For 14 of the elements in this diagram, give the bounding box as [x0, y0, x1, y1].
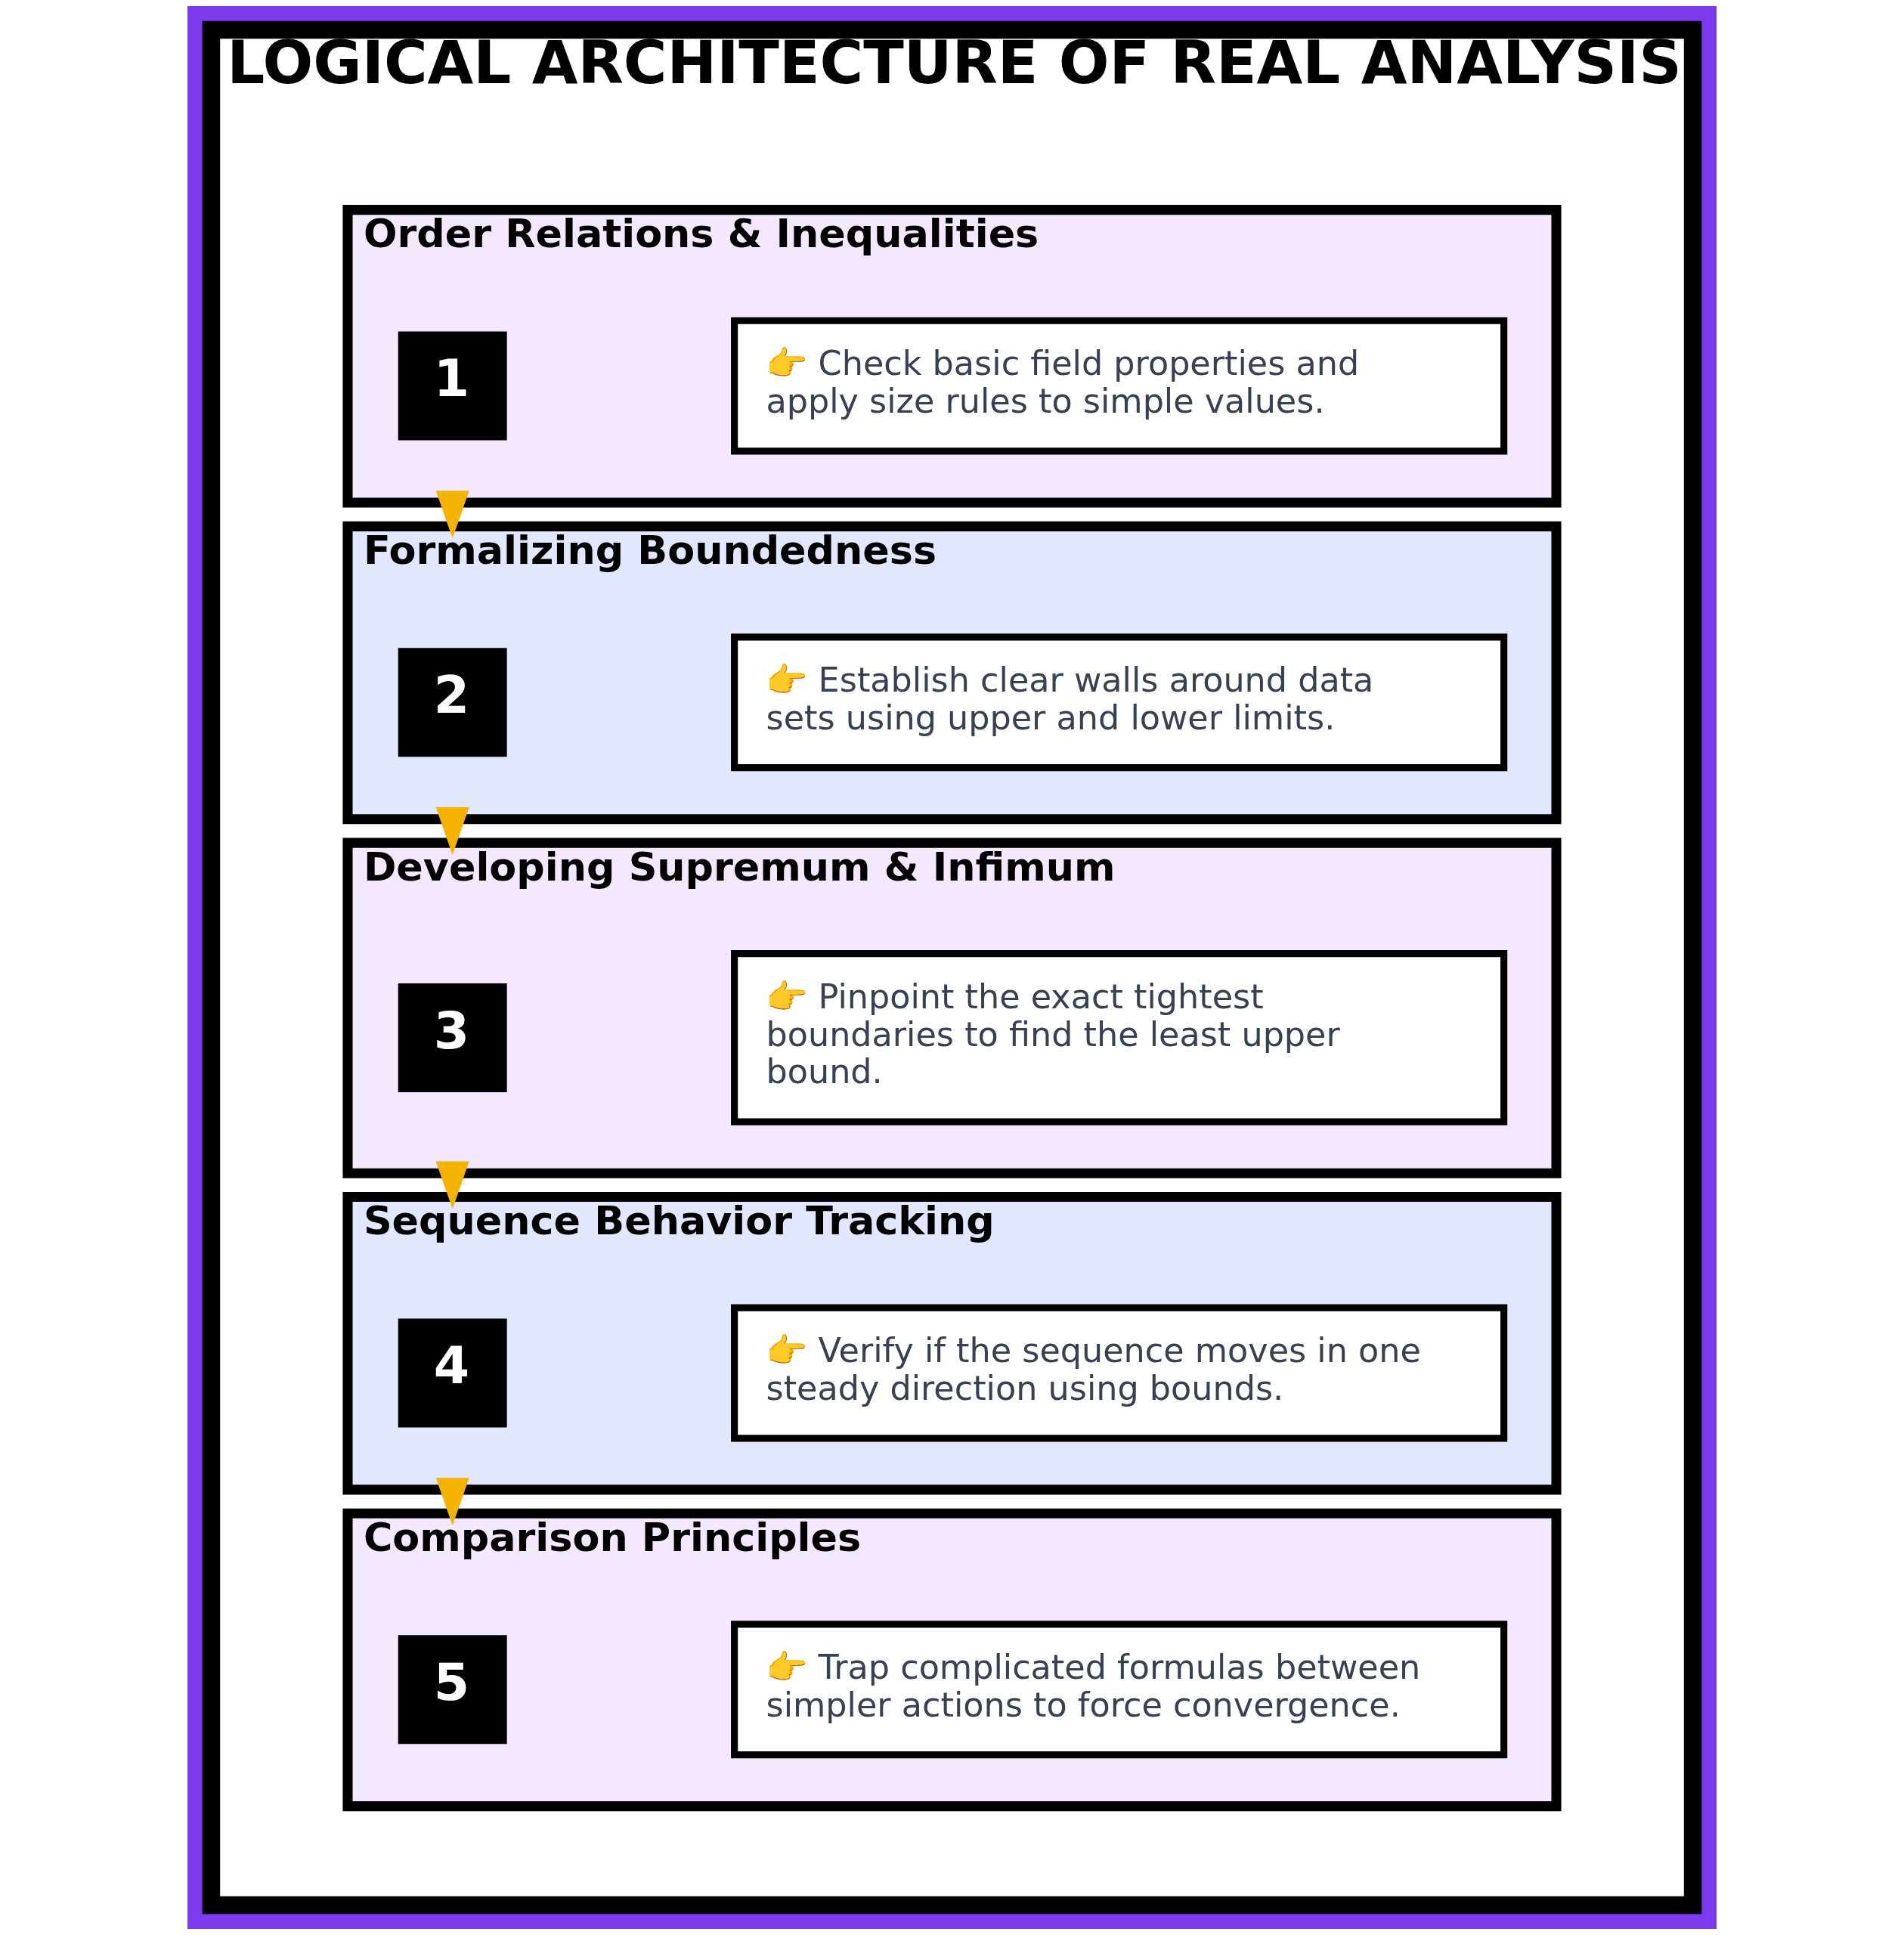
- node-box: 4: [398, 1318, 507, 1428]
- node-box: 3: [398, 983, 507, 1092]
- node-box: 5: [398, 1635, 507, 1745]
- node-box: 2: [398, 648, 507, 757]
- arrow: [435, 491, 469, 539]
- arrow: [435, 1161, 469, 1209]
- arrow: [435, 807, 469, 855]
- node-box: 👉 Pinpoint the exact tightest boundaries to find the least upper bound.: [731, 950, 1508, 1125]
- node-box: 👉 Establish clear walls around data sets using upper and lower limits.: [731, 633, 1508, 772]
- node-box: 👉 Check basic field properties and apply size rules to simple values.: [731, 317, 1508, 455]
- node-box: 1: [398, 331, 507, 441]
- arrow: [435, 1478, 469, 1526]
- node-box: 👉 Trap complicated formulas between simpler actions to force convergence.: [731, 1621, 1508, 1759]
- node-box: 👉 Verify if the sequence moves in one steady direction using bounds.: [731, 1304, 1508, 1442]
